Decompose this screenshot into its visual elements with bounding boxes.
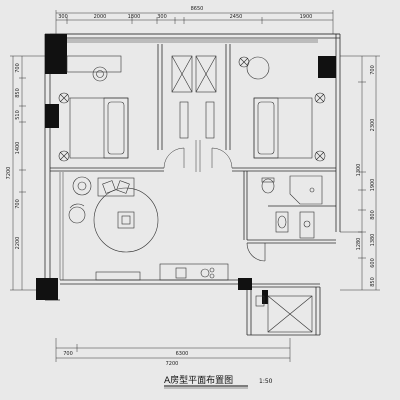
kitchenette — [159, 263, 229, 281]
armchair-top-right — [238, 56, 270, 80]
right-segment-6: 1380 — [370, 234, 376, 247]
top-segment-6: 1900 — [300, 14, 313, 20]
top-segment-5: 2450 — [230, 14, 243, 20]
top-windows — [67, 39, 318, 43]
left-segment-5: 700 — [15, 199, 21, 209]
left-total-dimension: 7200 — [6, 167, 12, 180]
right-segment-7: 1280 — [356, 238, 362, 251]
drawing-title: A房型平面布置图 — [164, 374, 233, 386]
bed-right — [253, 92, 326, 162]
right-segment-labels: 700 2300 1300 1900 800 1380 1280 600 850 — [356, 65, 376, 287]
top-segment-4: 300 — [157, 14, 167, 20]
desk-left — [66, 55, 122, 82]
columns — [36, 34, 336, 304]
left-segment-1: 700 — [15, 63, 21, 73]
bottom-total-dimension: 7200 — [166, 361, 179, 367]
left-segment-labels: 700 850 510 1400 700 2200 — [15, 63, 21, 249]
top-segment-3: 1800 — [128, 14, 141, 20]
right-segment-2: 2300 — [370, 119, 376, 132]
bottom-segment-2: 6300 — [176, 351, 189, 357]
column-bottom-center — [238, 278, 252, 290]
bottom-segment-labels: 700 6300 — [63, 351, 188, 357]
bottom-dimension-chain — [55, 338, 291, 362]
column-bottom-right — [262, 290, 268, 304]
bed-left — [58, 92, 129, 162]
column-top-right — [318, 56, 336, 78]
right-segment-9: 850 — [370, 277, 376, 287]
top-segment-labels: 300 2000 1800 300 2450 1900 — [58, 14, 312, 20]
left-segment-2: 850 — [15, 88, 21, 98]
living-area — [68, 176, 159, 253]
bathroom-fixtures — [246, 175, 323, 262]
top-segment-2: 2000 — [94, 14, 107, 20]
right-segment-5: 800 — [370, 210, 376, 220]
left-segment-3: 510 — [15, 110, 21, 120]
left-wall-window — [59, 172, 64, 280]
left-dimension-chain — [10, 55, 45, 291]
left-segment-6: 2200 — [15, 237, 21, 250]
drawing-scale: 1:50 — [259, 378, 273, 385]
wardrobe-units — [171, 55, 217, 139]
center-doors — [163, 140, 233, 172]
column-top-left — [45, 34, 67, 74]
walls — [44, 33, 341, 336]
tv-cabinet — [95, 271, 141, 281]
right-segment-1: 700 — [370, 65, 376, 75]
right-segment-4: 1900 — [370, 179, 376, 192]
bottom-segment-1: 700 — [63, 351, 73, 357]
bottom-right-shaft — [255, 295, 313, 333]
right-segment-8: 600 — [370, 258, 376, 268]
column-left-mid — [45, 104, 59, 128]
left-segment-4: 1400 — [15, 142, 21, 155]
top-segment-1: 300 — [58, 14, 68, 20]
right-dimension-chain — [340, 55, 380, 291]
right-segment-3: 1300 — [356, 164, 362, 177]
column-bottom-left — [36, 278, 58, 300]
top-total-dimension: 8650 — [191, 6, 204, 12]
